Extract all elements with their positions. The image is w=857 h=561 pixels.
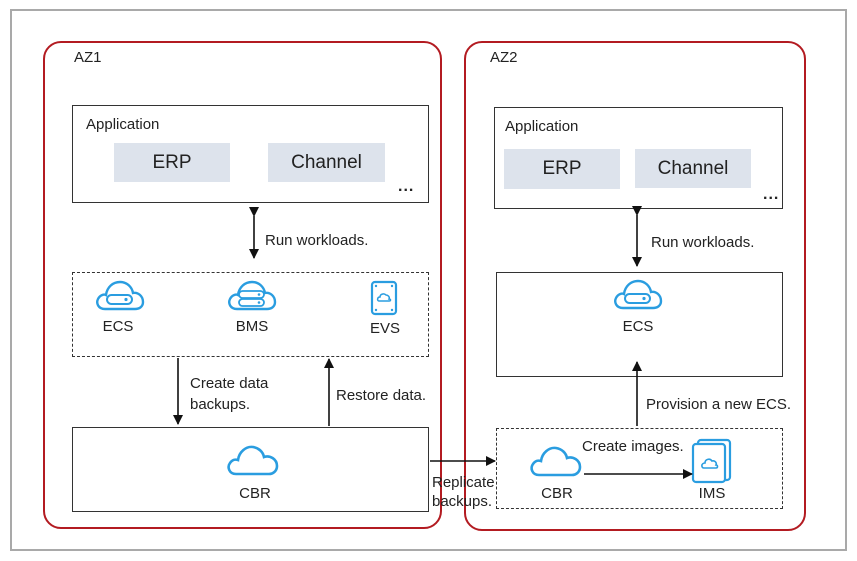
az2-zone (464, 41, 806, 531)
az2-ecs-cloud-server-icon (614, 279, 663, 310)
az1-cbr-cloud-icon (227, 445, 279, 476)
az1-label: AZ1 (74, 49, 102, 66)
az2-cbr-cloud-icon (530, 446, 582, 477)
az2-ims-label: IMS (698, 485, 726, 502)
az1-zone (43, 41, 442, 529)
az1-evs-storage-disk-icon (370, 280, 398, 316)
az2-label: AZ2 (490, 49, 518, 66)
az1-cbr-label: CBR (239, 485, 271, 502)
az1-evs-label: EVS (369, 320, 400, 337)
replicate-label-line2: backups. (432, 493, 493, 510)
az1-ecs-cloud-server-icon (96, 280, 145, 311)
az1-application-box: Application ERP Channel ... (72, 105, 429, 203)
az2-application-title: Application (505, 118, 579, 135)
az1-ecs-label: ECS (102, 318, 134, 335)
az2-chip-channel: Channel (635, 149, 751, 188)
az2-compute-box (496, 272, 783, 377)
az2-cbr-label: CBR (541, 485, 573, 502)
az1-cbr-box (72, 427, 429, 512)
az2-application-box: Application ERP Channel ... (494, 107, 783, 209)
az2-backup-box (496, 428, 783, 509)
az1-application-title: Application (86, 116, 160, 133)
az2-ims-image-stack-icon (691, 438, 732, 484)
az2-run-workloads-label: Run workloads. (651, 234, 755, 251)
az1-chip-channel: Channel (268, 143, 385, 182)
az2-provision-label: Provision a new ECS. (646, 396, 792, 413)
az2-create-images-label: Create images. (582, 438, 684, 455)
az2-more-dots: ... (763, 186, 780, 203)
az1-run-workloads-label: Run workloads. (265, 232, 369, 249)
outer-frame (10, 9, 847, 551)
az2-ecs-label: ECS (622, 318, 654, 335)
az1-bms-label: BMS (235, 318, 269, 335)
az1-chip-erp: ERP (114, 143, 230, 182)
az1-restore-data-label: Restore data. (336, 387, 427, 404)
az2-chip-erp: ERP (504, 149, 620, 189)
az1-bms-cloud-server-icon (228, 280, 277, 311)
az1-more-dots: ... (398, 178, 415, 195)
az1-create-backups-line2: backups. (190, 396, 251, 413)
replicate-label-line1: Replicate (432, 474, 495, 491)
az1-create-backups-line1: Create data (190, 375, 269, 392)
az1-compute-box (72, 272, 429, 357)
